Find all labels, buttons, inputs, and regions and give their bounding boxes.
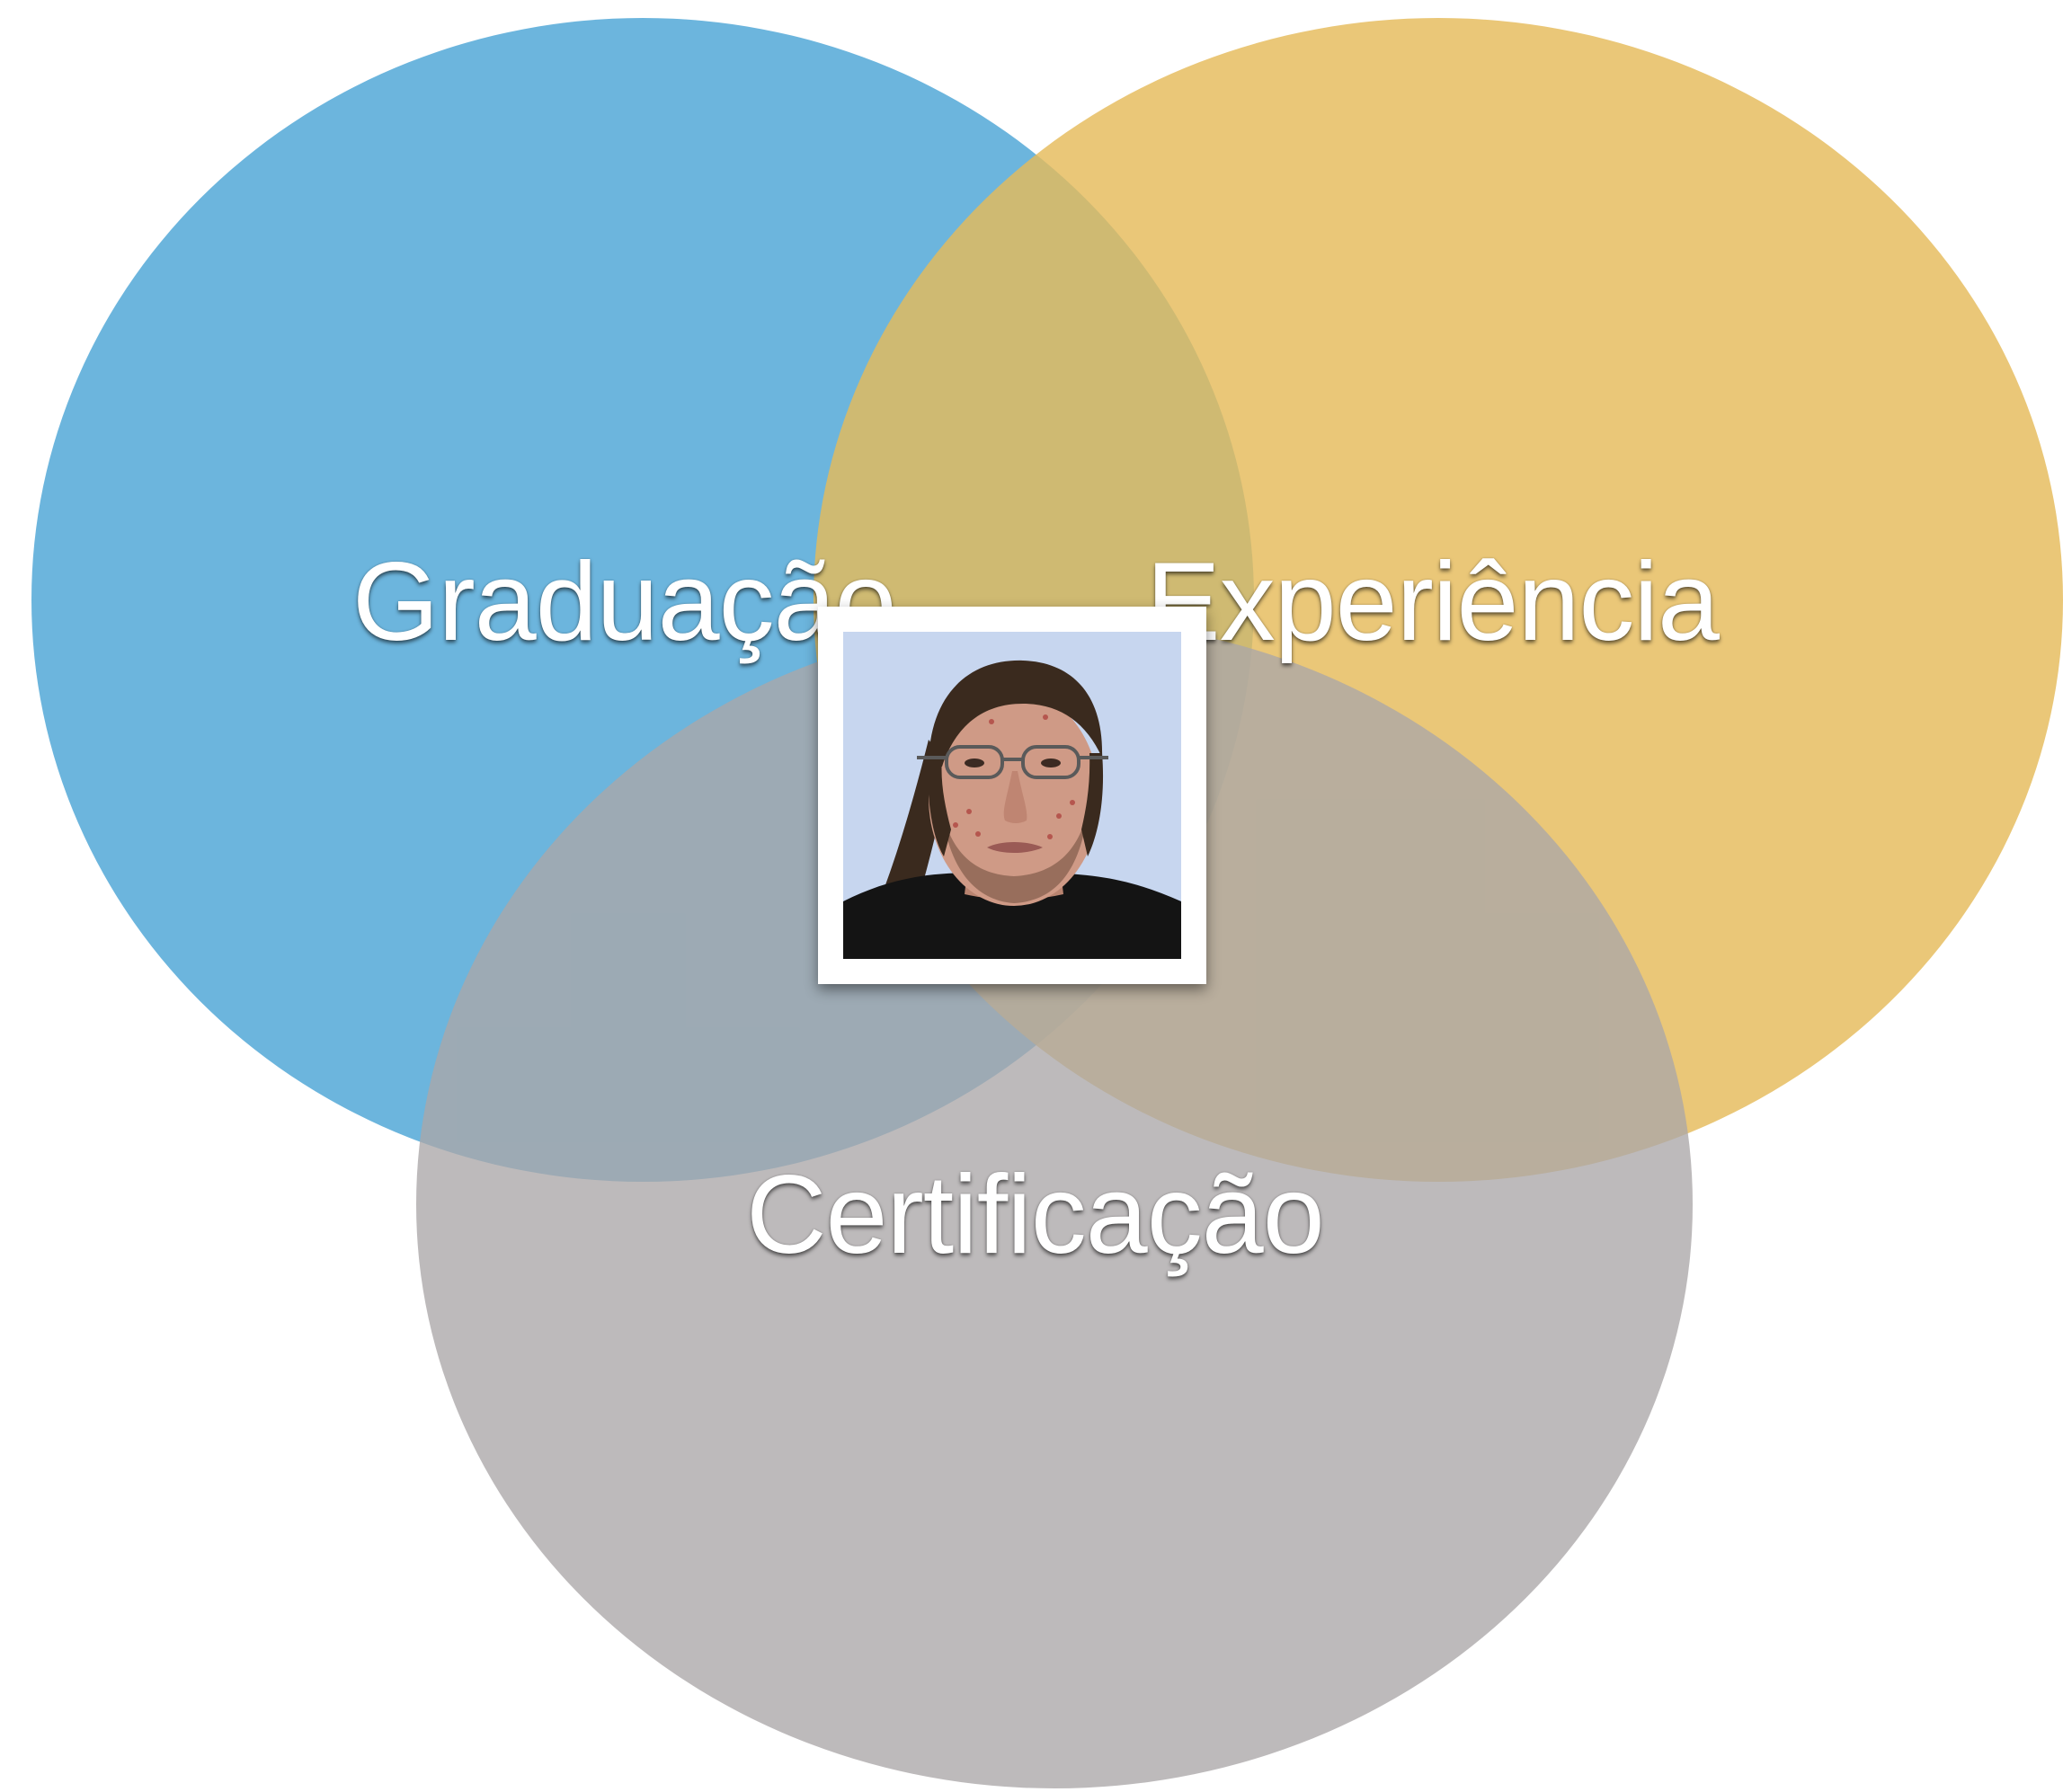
experiencia-label: Experiência [1146, 540, 1720, 664]
certificacao-label: Certificação [746, 1153, 1325, 1277]
photo-frame [818, 607, 1206, 984]
graduacao-label: Graduação [352, 540, 897, 664]
portrait-photo [843, 632, 1181, 959]
